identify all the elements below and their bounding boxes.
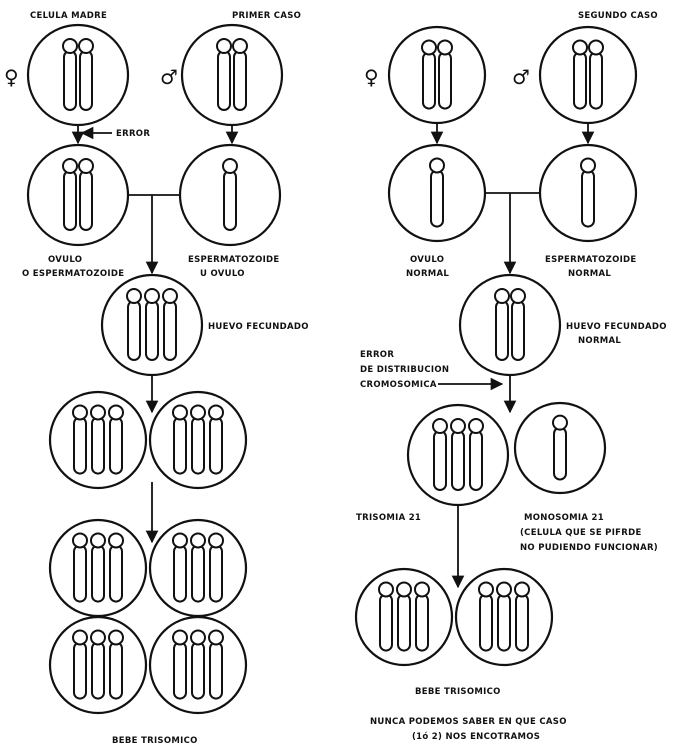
gamete-right-label-line-2: U OVULO (200, 269, 245, 279)
distribution-error-label-2: DE DISTRIBUCION (360, 365, 449, 375)
chromosome-21 (429, 157, 445, 228)
chromosome-21 (572, 39, 588, 110)
chromosome-21 (450, 418, 466, 491)
gamete-cell-abnormal (26, 143, 130, 247)
chromosome-21 (378, 581, 394, 652)
mother-cell-label: CELULA MADRE (30, 11, 107, 21)
chromosome-21 (514, 581, 530, 652)
chromosome-21 (437, 39, 453, 110)
chromosome-21 (190, 404, 206, 475)
chromosome-21 (190, 629, 206, 700)
chromosome-21 (162, 288, 178, 361)
chromosome-21 (72, 532, 88, 603)
gamete-left-label-line-1: OVULO (48, 255, 82, 265)
male-symbol-right: ♂ (512, 65, 530, 89)
mother-cell-female-right (387, 25, 487, 125)
chromosome-21 (172, 404, 188, 475)
chromosome-21 (396, 581, 412, 652)
left-panel-case-1: CELULA MADRE PRIMER CASO ♀ ♂ ERROR OVULO… (4, 11, 309, 746)
chromosome-21 (432, 418, 448, 491)
chromosome-21 (78, 38, 94, 111)
trisomic-baby-label-right: BEBE TRISOMICO (415, 687, 501, 697)
chromosome-21 (90, 532, 106, 603)
chromosome-21 (72, 404, 88, 475)
normal-sperm-label-1: ESPERMATOZOIDE (545, 255, 637, 265)
chromosome-21 (62, 38, 78, 111)
monosomy-21-label-1: MONOSOMIA 21 (524, 513, 604, 523)
chromosome-21 (421, 39, 437, 110)
chromosome-21 (72, 629, 88, 700)
chromosome-21 (172, 629, 188, 700)
chromosome-21 (172, 532, 188, 603)
trisomy-21-label: TRISOMIA 21 (356, 513, 421, 523)
chromosome-21 (222, 158, 238, 231)
fertilized-egg-label: HUEVO FECUNDADO (208, 322, 309, 332)
gamete-right-label-line-1: ESPERMATOZOIDE (188, 255, 280, 265)
chromosome-21 (496, 581, 512, 652)
chromosome-21 (108, 532, 124, 603)
error-label-left: ERROR (116, 129, 150, 139)
normal-ovum-label-1: OVULO (410, 255, 444, 265)
chromosome-21 (478, 581, 494, 652)
chromosome-21 (510, 288, 526, 361)
chromosome-21 (208, 404, 224, 475)
chromosome-21 (144, 288, 160, 361)
chromosome-21 (232, 38, 248, 111)
chromosome-21 (208, 629, 224, 700)
chromosome-21 (90, 629, 106, 700)
chromosome-21 (208, 532, 224, 603)
normal-egg-label-2: NORMAL (578, 336, 621, 346)
chromosome-21 (108, 404, 124, 475)
chromosome-21 (552, 414, 568, 481)
monosomy-21-label-2: (CELULA QUE SE PIFRDE (520, 528, 642, 538)
chromosome-21 (468, 418, 484, 491)
gamete-left-label-line-2: O ESPERMATOZOIDE (22, 269, 124, 279)
chromosome-21 (62, 158, 78, 231)
normal-egg-label-1: HUEVO FECUNDADO (566, 322, 667, 332)
distribution-error-label-1: ERROR (360, 350, 394, 360)
chromosome-21 (126, 288, 142, 361)
chromosome-21 (90, 404, 106, 475)
chromosome-layer (62, 38, 604, 700)
conclusion-label-2: (1ó 2) NOS ENCOTRAMOS (412, 731, 540, 742)
normal-sperm-label-2: NORMAL (568, 269, 611, 279)
male-symbol-left: ♂ (160, 65, 178, 89)
chromosome-21 (414, 581, 430, 652)
conclusion-label-1: NUNCA PODEMOS SABER EN QUE CASO (370, 717, 567, 727)
distribution-error-label-3: CROMOSOMICA (360, 380, 437, 390)
monosomy-21-label-3: NO PUDIENDO FUNCIONAR) (520, 543, 658, 553)
chromosome-21 (494, 288, 510, 361)
mother-cell-female (26, 23, 130, 127)
chromosome-21 (580, 157, 596, 228)
trisomic-baby-label-left: BEBE TRISOMICO (112, 736, 198, 746)
chromosome-21 (108, 629, 124, 700)
second-case-label: SEGUNDO CASO (578, 11, 658, 21)
first-case-label: PRIMER CASO (232, 11, 301, 21)
normal-fertilized-egg-cell (458, 273, 562, 377)
mother-cell-male (180, 23, 284, 127)
normal-ovum-label-2: NORMAL (406, 269, 449, 279)
chromosome-21 (216, 38, 232, 111)
female-symbol-left: ♀ (4, 65, 19, 89)
chromosome-21 (190, 532, 206, 603)
chromosome-21 (588, 39, 604, 110)
chromosome-21 (78, 158, 94, 231)
mother-cell-male-right (538, 25, 638, 125)
female-symbol-right: ♀ (364, 65, 379, 89)
